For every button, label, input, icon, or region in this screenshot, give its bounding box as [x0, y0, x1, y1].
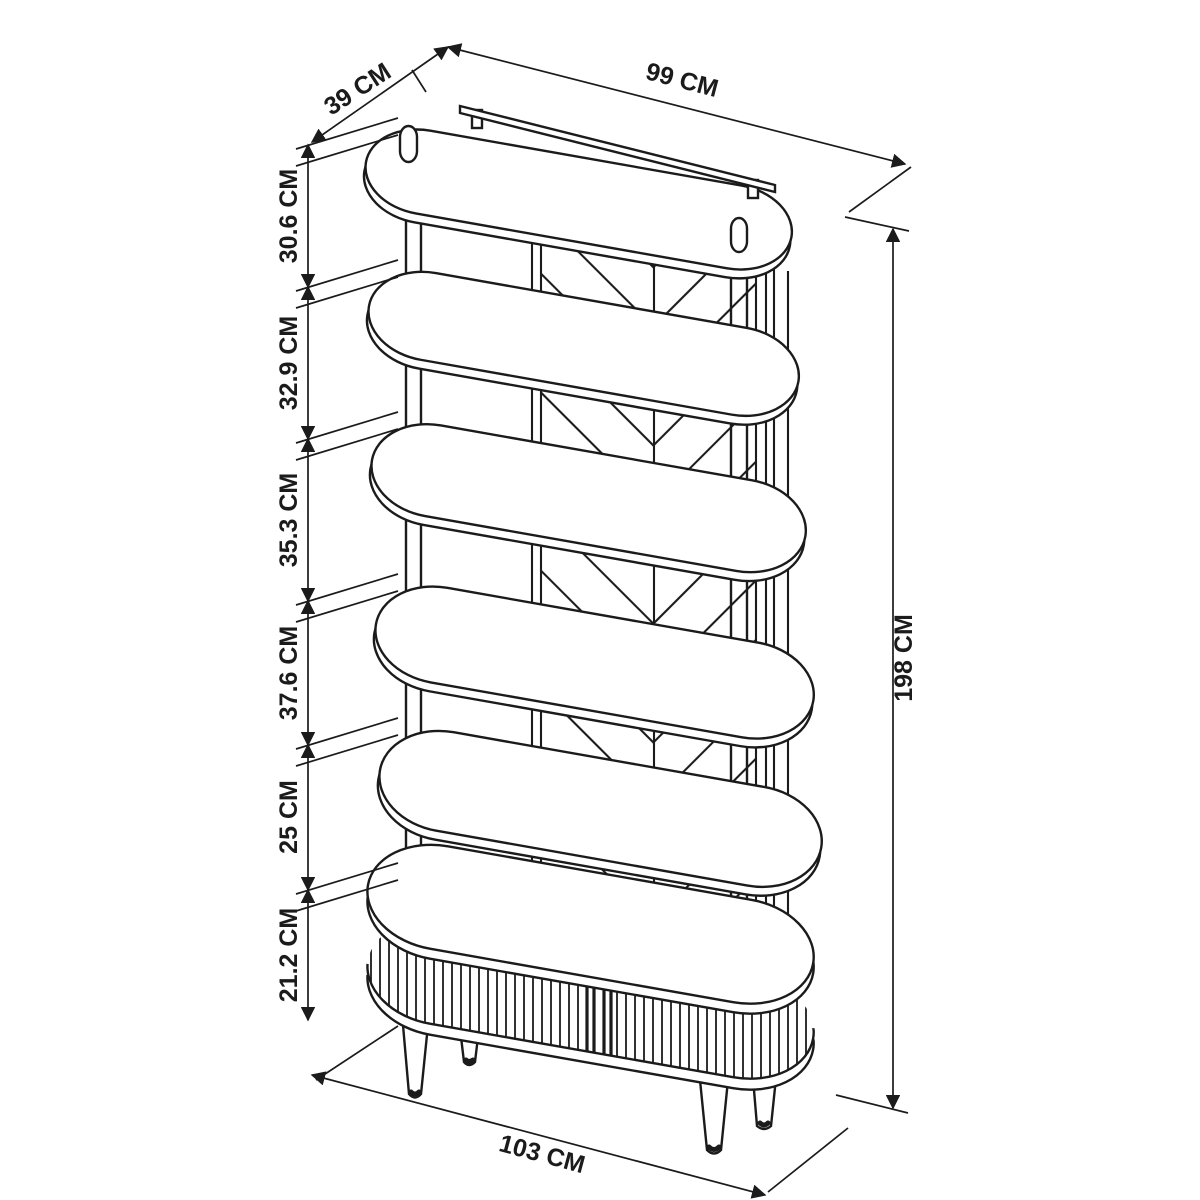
dim-label-shelf-gap-2: 32.9 CM	[275, 316, 303, 410]
dim-label-top-width: 99 CM	[643, 57, 721, 103]
dim-label-shelf-gap-4: 37.6 CM	[275, 626, 303, 720]
dim-label-depth: 39 CM	[319, 57, 396, 121]
dim-label-leg-height: 21.2 CM	[275, 908, 303, 1002]
front-right-leg-tip	[706, 1144, 722, 1152]
cabinet-body-bottom-outline	[366, 960, 815, 1080]
shelf-2	[365, 270, 801, 426]
cabinet-plinth-outline	[366, 971, 815, 1091]
total-height-dimension: 198 CM	[835, 216, 918, 1114]
base-cabinet	[361, 843, 879, 1155]
dim-label-base-width: 103 CM	[496, 1129, 588, 1179]
dim-label-shelf-gap-3: 35.3 CM	[275, 473, 303, 567]
shelf-3	[368, 423, 808, 583]
right-post-peg	[729, 216, 749, 254]
left-post-peg	[398, 124, 419, 164]
shelf-4	[372, 585, 816, 749]
front-right-leg	[698, 1078, 730, 1155]
cabinet-top	[366, 843, 815, 1005]
dim-label-total-height: 198 CM	[890, 614, 918, 702]
depth-dimension: 39 CM	[310, 46, 450, 143]
front-left-leg-tip	[408, 1089, 422, 1097]
dim-label-cabinet-height: 25 CM	[275, 780, 303, 854]
back-right-leg-tip	[757, 1120, 771, 1128]
shelf-5	[376, 729, 823, 897]
dim-label-shelf-gap-1: 30.6 CM	[275, 169, 303, 263]
shelves	[362, 128, 823, 897]
